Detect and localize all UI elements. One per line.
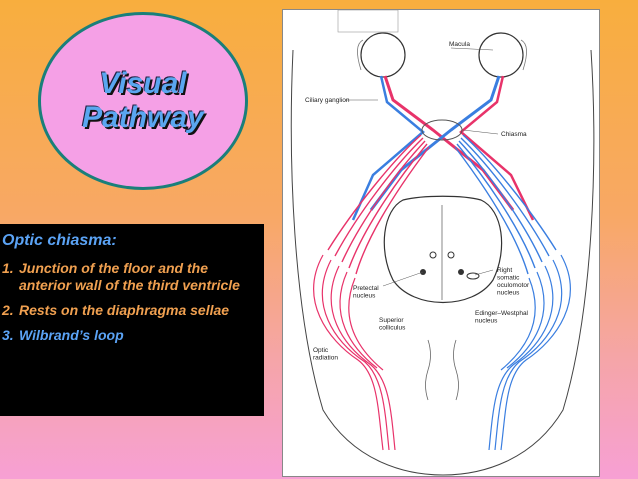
left-eye [360,32,406,78]
right-optic-nerve-pink [459,75,535,221]
label-chiasma: Chiasma [501,131,527,138]
note-text: Wilbrand’s loop [19,327,124,343]
right-optic-nerve-blue [369,75,501,211]
slide-title: Visual Pathway [82,67,204,134]
note-text: Rests on the diaphragma sellae [19,302,230,318]
notes-heading: Optic chiasma: [2,232,117,249]
notes-box: Optic chiasma: 1. Junction of the floor … [0,224,264,416]
right-eye [478,32,524,78]
label-ciliary-ganglion: Ciliary ganglion [305,97,350,104]
note-number: 1. [2,260,14,276]
brain-outline [290,49,595,476]
midbrain [383,195,503,304]
chiasma [421,119,463,141]
note-text: Junction of the floor and the anterior w… [19,260,240,293]
left-optic-nerve-pink [383,75,515,211]
label-macula: Macula [449,41,470,48]
note-item-3: 3. Wilbrand’s loop [2,327,258,344]
note-item-1: 1. Junction of the floor and the anterio… [2,260,258,294]
note-item-2: 2. Rests on the diaphragma sellae [2,302,258,319]
visual-pathway-diagram: Macula Ciliary ganglion Chiasma Pretecta… [282,9,600,477]
left-optic-nerve-blue [351,75,425,221]
pathway-illustration: Macula Ciliary ganglion Chiasma Pretecta… [290,10,595,476]
title-oval: Visual Pathway [38,12,248,190]
note-number: 2. [2,302,14,318]
note-number: 3. [2,327,14,343]
